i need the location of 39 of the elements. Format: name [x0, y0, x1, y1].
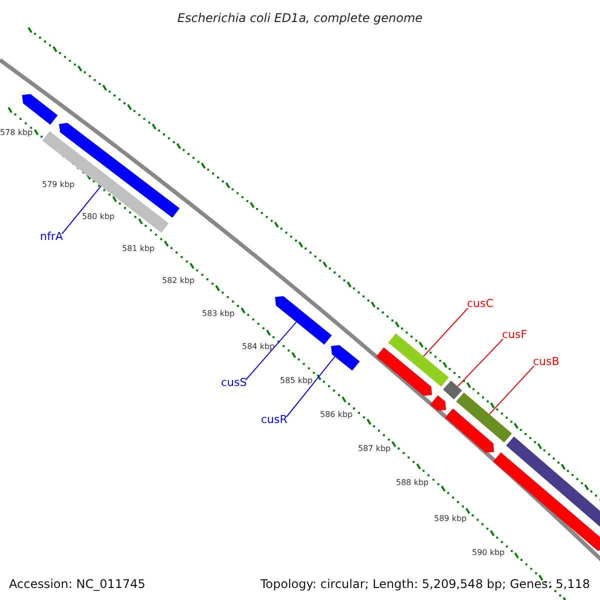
scale-label: 590 kbp: [472, 548, 505, 558]
leader-line: [423, 308, 468, 357]
gene-bar: [506, 436, 600, 529]
gene-segment: [22, 94, 58, 125]
gene-name: cusR: [261, 413, 288, 426]
accession-number: Accession: NC_011745: [9, 576, 146, 593]
leader-line: [457, 338, 504, 387]
gene-name: cusB: [533, 355, 560, 368]
scale-label: 578 kbp: [0, 128, 33, 138]
gene-bar: [388, 333, 449, 387]
gene-bar: [442, 380, 462, 400]
gene-bar: [456, 392, 512, 443]
scale-label: 583 kbp: [202, 309, 235, 319]
scale-label: 589 kbp: [434, 514, 467, 524]
gene-segment: [275, 296, 332, 345]
scale-label: 584 kbp: [242, 342, 275, 352]
gene-segment: [331, 345, 360, 371]
scale-label: 588 kbp: [396, 478, 429, 488]
diagram-title: Escherichia coli ED1a, complete genome: [177, 10, 423, 27]
scale-label: 587 kbp: [358, 444, 391, 454]
scale-label: 586 kbp: [320, 410, 353, 420]
scale-label: 585 kbp: [280, 376, 313, 386]
gene-name: cusS: [221, 376, 247, 389]
leader-line: [61, 186, 102, 234]
scale-label: 581 kbp: [122, 244, 155, 254]
leader-line: [488, 366, 534, 415]
gene-segment: [430, 395, 446, 411]
gene-name: cusC: [467, 297, 494, 310]
scale-label: 582 kbp: [162, 276, 195, 286]
genome-stats: Topology: circular; Length: 5,209,548 bp; Genes: 5,118: [260, 576, 590, 593]
gene-name: nfrA: [40, 230, 63, 243]
gene-bar: [42, 131, 169, 233]
gene-segment: [376, 347, 432, 396]
leader-line: [245, 322, 297, 380]
scale-label: 579 kbp: [42, 180, 75, 190]
leader-line: [286, 356, 336, 418]
gene-segment: [445, 408, 494, 453]
scale-label: 580 kbp: [82, 212, 115, 222]
gene-name: cusF: [502, 328, 528, 341]
